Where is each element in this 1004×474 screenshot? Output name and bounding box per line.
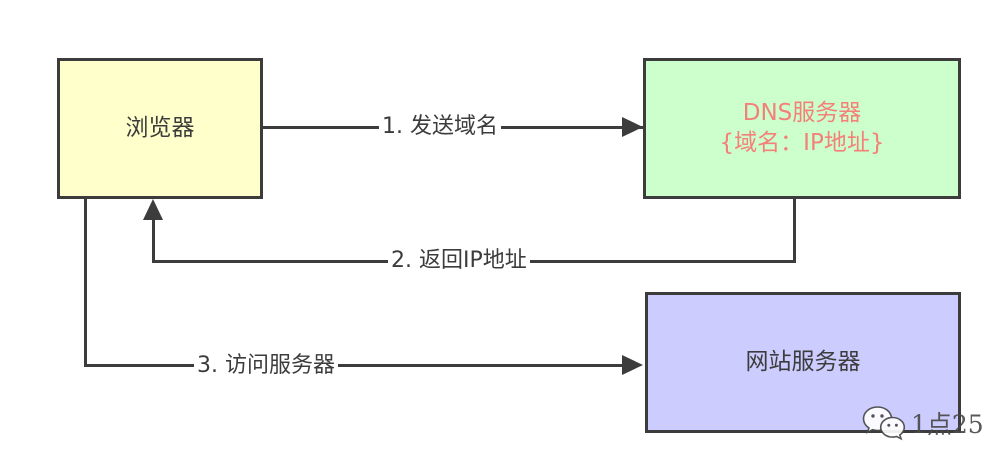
edge-send-domain-label: 1. 发送域名	[379, 114, 501, 140]
node-browser: 浏览器	[57, 58, 263, 199]
watermark-text: 1点25	[911, 409, 984, 439]
watermark: 1点25	[862, 405, 984, 443]
node-dns-server: DNS服务器 {域名：IP地址}	[643, 58, 961, 199]
node-dns-server-label-secondary: {域名：IP地址}	[719, 129, 885, 156]
edge-send-domain-arrowhead-icon	[622, 117, 643, 137]
edge-return-ip-label: 2. 返回IP地址	[388, 248, 530, 274]
wechat-icon	[862, 405, 908, 443]
edge-visit-server-segment-right	[84, 364, 625, 367]
edge-visit-server-arrowhead-icon	[622, 355, 643, 375]
edge-visit-server-segment-down	[84, 199, 87, 367]
edge-return-ip-segment-up	[152, 215, 155, 263]
edge-visit-server-label: 3. 访问服务器	[194, 353, 338, 379]
node-web-server-label: 网站服务器	[745, 348, 861, 375]
edge-return-ip-segment-down	[793, 199, 796, 263]
node-dns-server-label-primary: DNS服务器	[742, 100, 862, 127]
node-web-server: 网站服务器	[645, 292, 961, 433]
node-browser-label: 浏览器	[125, 114, 195, 141]
edge-return-ip-arrowhead-icon	[143, 199, 163, 220]
